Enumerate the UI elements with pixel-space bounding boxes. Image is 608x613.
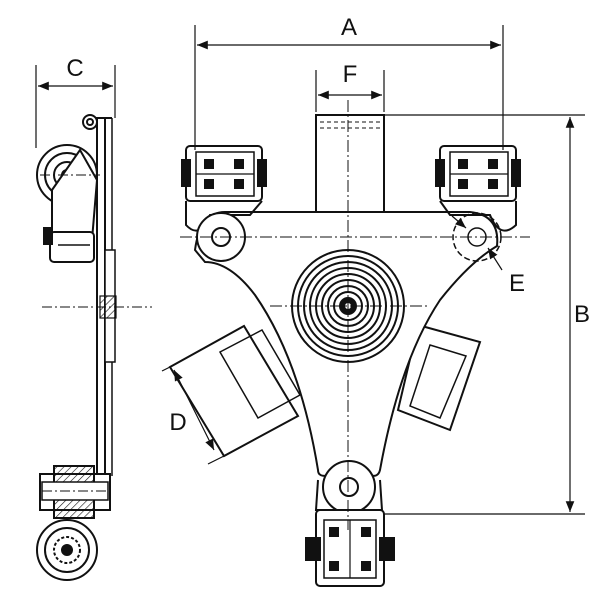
top-right-wheel-assembly (435, 145, 521, 232)
lower-wheel-side (36, 519, 98, 581)
center-column (315, 114, 385, 214)
bottom-hub-side (39, 465, 111, 519)
lower-right-wheel-assembly (396, 323, 482, 432)
dimension-a-label: A (341, 14, 357, 41)
dimension-e-label: E (509, 270, 525, 297)
dimension-d: D (161, 366, 225, 465)
dimension-a: A (194, 14, 504, 150)
side-view (36, 114, 152, 581)
dimension-b: B (384, 114, 590, 515)
dimension-d-label: D (169, 409, 186, 436)
top-pivot-pin (82, 114, 98, 130)
upper-wheel-side (36, 144, 99, 263)
dimension-f: F (315, 61, 385, 112)
top-left-wheel-assembly (181, 145, 267, 232)
lower-left-wheel-assembly (168, 324, 302, 458)
dimension-b-label: B (574, 301, 590, 328)
dimension-f-label: F (343, 61, 358, 88)
front-centerlines (180, 100, 530, 530)
dimension-e: E (451, 215, 525, 297)
bottom-wheel-assembly (305, 509, 395, 587)
dimension-c: C (35, 55, 116, 148)
dimension-c-label: C (66, 55, 83, 82)
side-plate (96, 117, 117, 477)
side-centerlines (40, 174, 152, 308)
